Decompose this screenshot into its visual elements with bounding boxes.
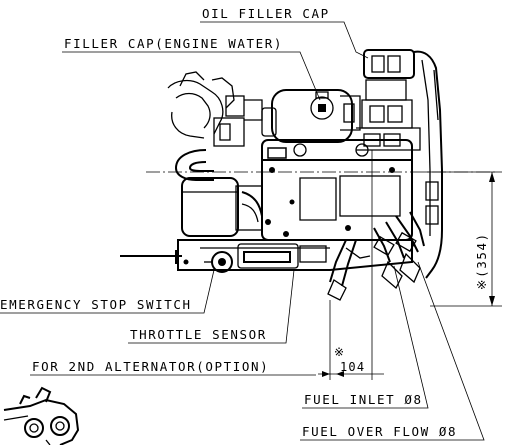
fuel-inlet-label: FUEL INLET Ø8 (304, 392, 423, 407)
detail-inset-part (3, 386, 80, 445)
offset-mark: ※ (334, 345, 345, 359)
callout-leaders (0, 21, 485, 441)
offset-dimension-label: 104 (340, 360, 365, 374)
fuel-over-flow-label: FUEL OVER FLOW Ø8 (302, 424, 457, 439)
height-dimension (424, 171, 502, 307)
filler-cap-engine-water-label: FILLER CAP(ENGINE WATER) (64, 36, 283, 51)
engine-outline (120, 49, 443, 301)
height-dimension-label: ※(354) (474, 232, 489, 290)
offset-dimension (318, 150, 384, 380)
throttle-sensor-label: THROTTLE SENSOR (130, 327, 267, 342)
for-2nd-alternator-label: FOR 2ND ALTERNATOR(OPTION) (32, 359, 269, 374)
oil-filler-cap-label: OIL FILLER CAP (202, 6, 330, 21)
emergency-stop-switch-label: EMERGENCY STOP SWITCH (0, 297, 192, 312)
